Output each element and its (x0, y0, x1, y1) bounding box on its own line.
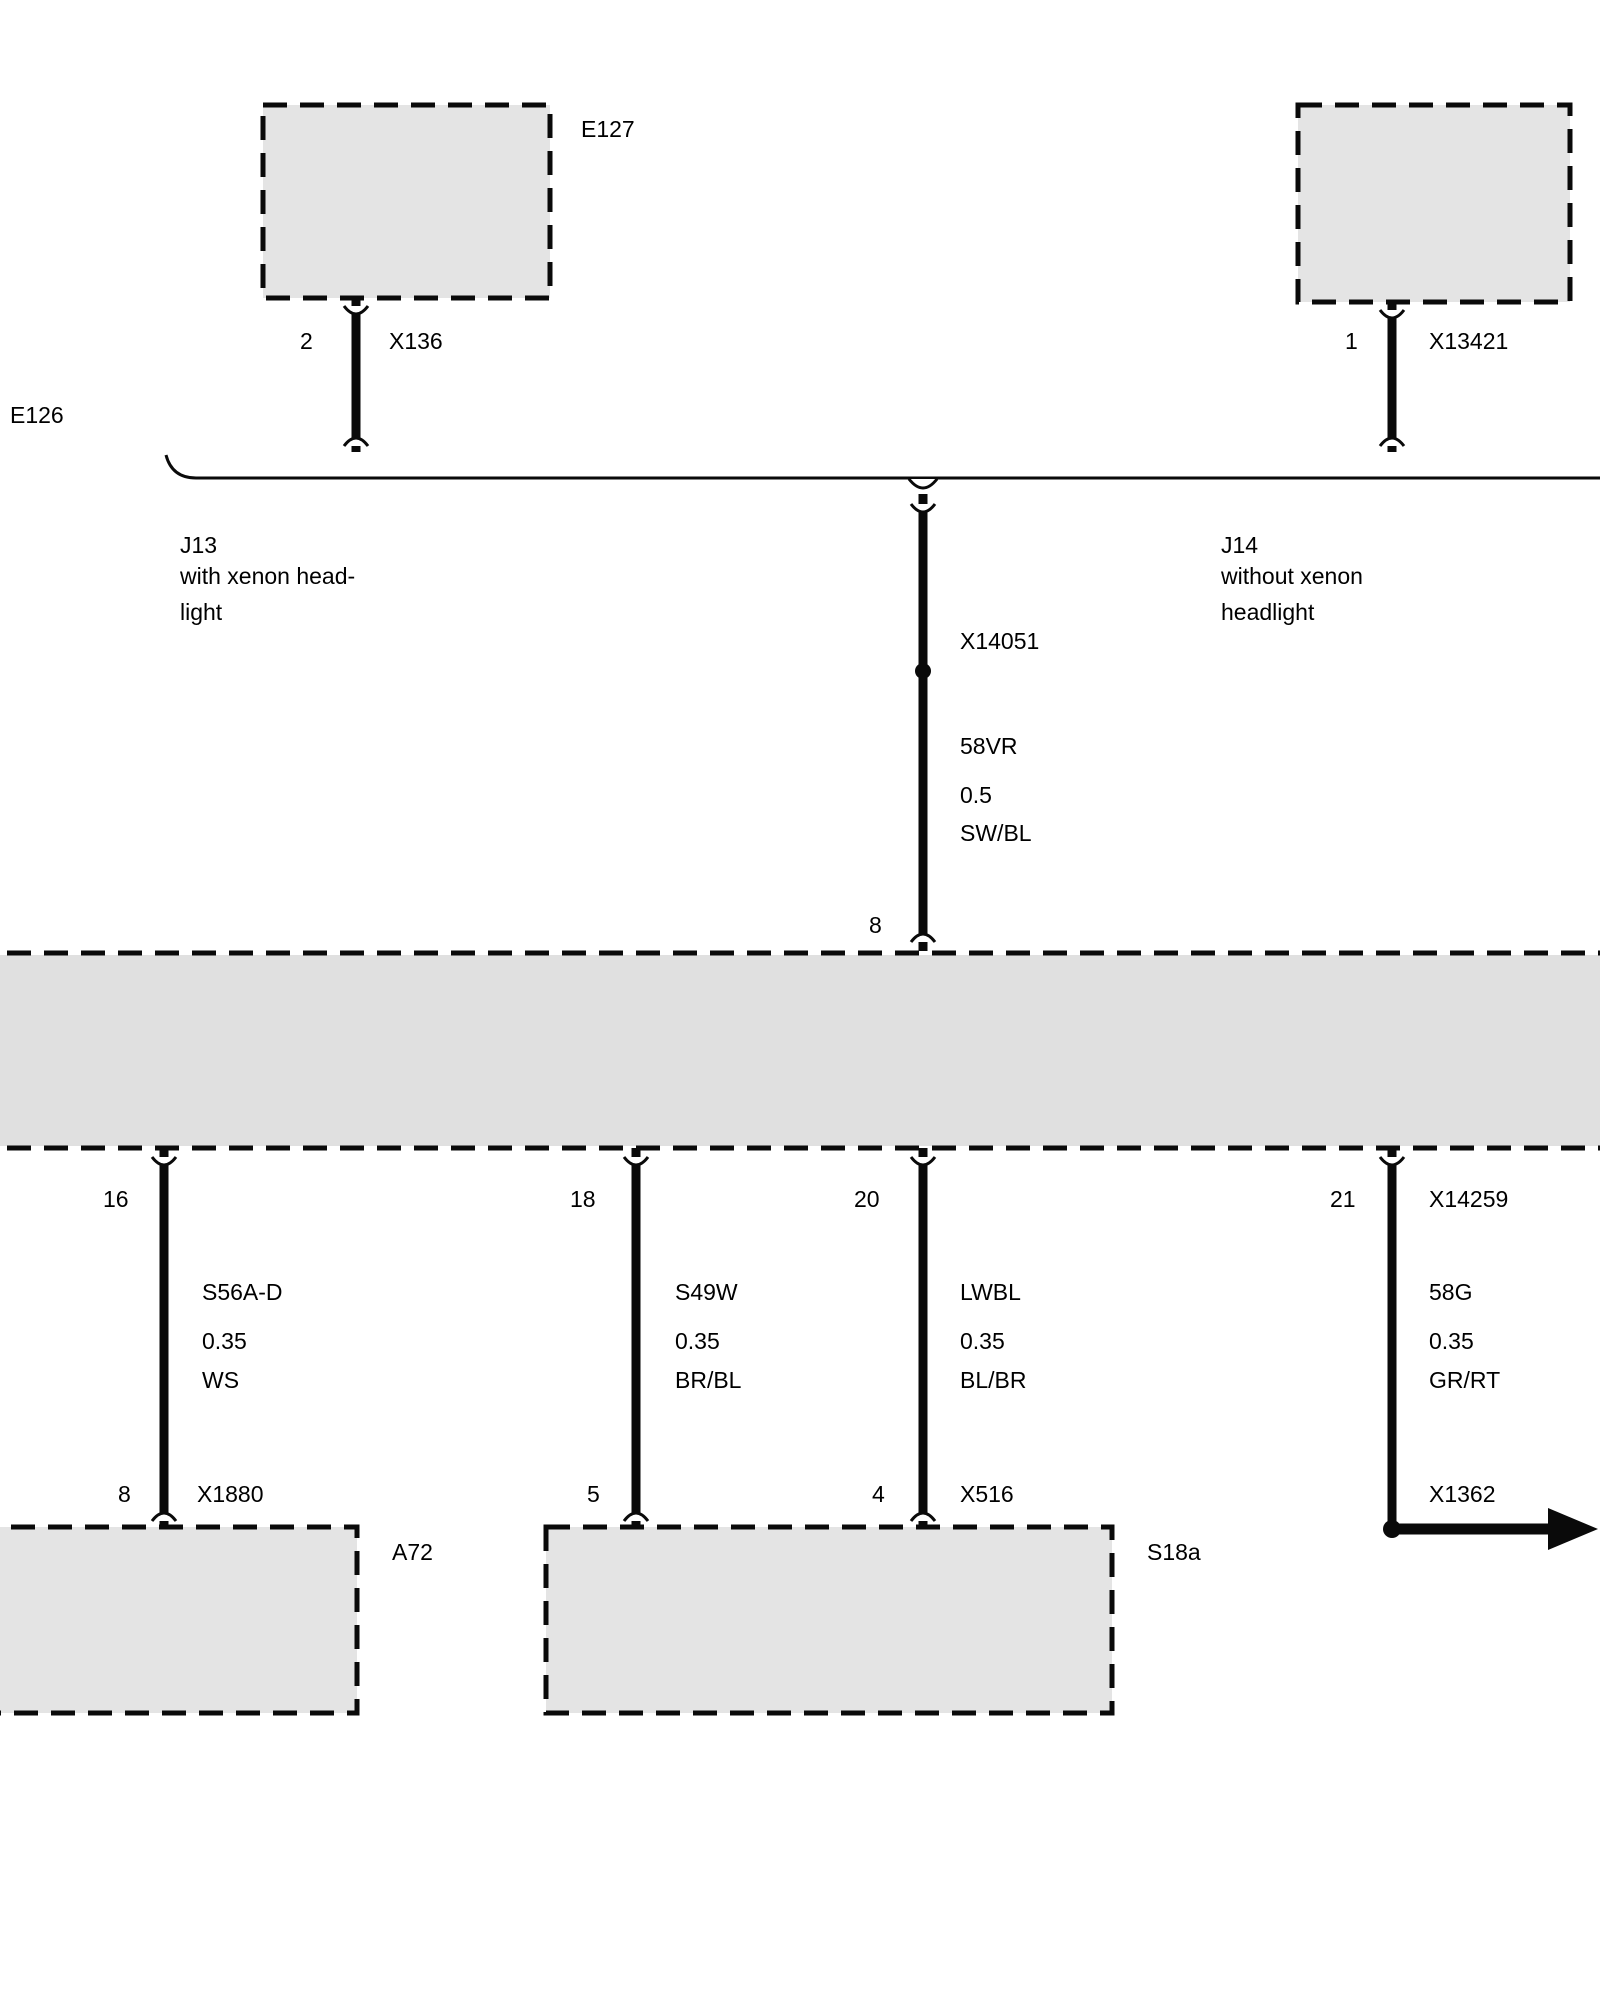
option-code-j14: J14 (1221, 532, 1259, 558)
connector-symbol (150, 1156, 178, 1167)
circuit-label-s49w: S49W (675, 1279, 738, 1305)
connector-symbol (1378, 1156, 1406, 1167)
wire-color: SW/BL (960, 820, 1032, 846)
component-label-a72: A72 (392, 1539, 433, 1565)
option-desc-j13-line2: light (180, 599, 223, 625)
control-module-band (0, 955, 1600, 1146)
pin-number: 18 (570, 1186, 596, 1212)
wire-gauge: 0.35 (1429, 1328, 1474, 1354)
option-code-j13: J13 (180, 532, 218, 558)
wire-color: BR/BL (675, 1367, 742, 1393)
circuit-label-58g: 58G (1429, 1279, 1473, 1305)
connector-symbol (622, 1511, 650, 1522)
connector-label-x516: X516 (960, 1481, 1014, 1507)
wire-color: BL/BR (960, 1367, 1027, 1393)
connector-symbol (342, 436, 370, 447)
connector-label-x14259: X14259 (1429, 1186, 1509, 1212)
pin-number: 16 (103, 1186, 129, 1212)
circuit-label-58vr: 58VR (960, 733, 1018, 759)
pin-number: 21 (1330, 1186, 1356, 1212)
connector-label-x1880: X1880 (197, 1481, 264, 1507)
connector-symbol (909, 932, 937, 943)
connector-symbol (342, 305, 370, 316)
component-box-a72 (0, 1524, 360, 1716)
wire-gauge: 0.35 (675, 1328, 720, 1354)
connector-symbol (909, 503, 937, 514)
pin-number: 4 (872, 1481, 885, 1507)
splice-dot (1383, 1520, 1401, 1538)
connector-symbol (909, 1156, 937, 1167)
component-box-s18a (543, 1524, 1115, 1716)
connector-symbol (909, 1511, 937, 1522)
connector-symbol (150, 1511, 178, 1522)
connector-label-x1362: X1362 (1429, 1481, 1496, 1507)
connector-symbol (1378, 436, 1406, 447)
component-label-s18a: S18a (1147, 1539, 1201, 1565)
wire-gauge: 0.35 (202, 1328, 247, 1354)
connector-symbol (622, 1156, 650, 1167)
connector-label-x136: X136 (389, 328, 443, 354)
connector-symbol (1378, 309, 1406, 320)
component-label-e127: E127 (581, 116, 635, 142)
circuit-label-lwbl: LWBL (960, 1279, 1021, 1305)
component-box-e127 (260, 102, 553, 301)
continuation-arrow-head (1548, 1508, 1598, 1550)
branch-junction-curl (907, 478, 939, 490)
splice-dot (915, 663, 931, 679)
pin-number: 2 (300, 328, 313, 354)
pin-number: 5 (587, 1481, 600, 1507)
pin-number: 8 (869, 912, 882, 938)
component-box-top-right (1295, 102, 1573, 305)
option-desc-j14-line1: without xenon (1221, 563, 1363, 589)
component-label-e126: E126 (10, 402, 64, 428)
connector-label-x14051: X14051 (960, 628, 1040, 654)
pin-number: 8 (118, 1481, 131, 1507)
circuit-label-s56a-d: S56A-D (202, 1279, 283, 1305)
option-desc-j14-line2: headlight (1221, 599, 1315, 625)
pin-number: 1 (1345, 328, 1358, 354)
wire-gauge: 0.5 (960, 782, 992, 808)
wire-color: GR/RT (1429, 1367, 1501, 1393)
option-desc-j13-line1: with xenon head- (180, 563, 356, 589)
wire-gauge: 0.35 (960, 1328, 1005, 1354)
branch-line-left-curl (164, 454, 197, 480)
pin-number: 20 (854, 1186, 880, 1212)
wire-color: WS (202, 1367, 240, 1393)
connector-label-x13421: X13421 (1429, 328, 1509, 354)
